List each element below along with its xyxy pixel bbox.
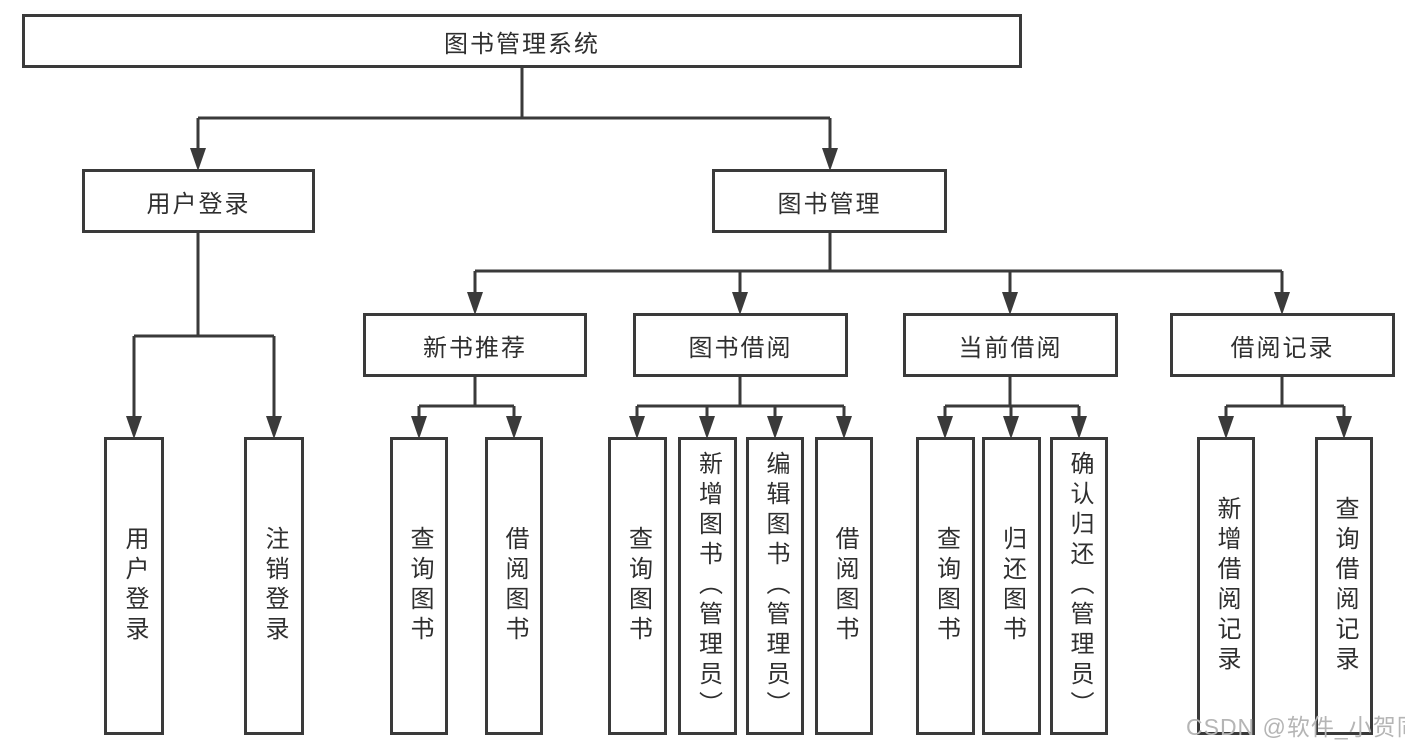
leaf-borrow-books-b: 借阅图书 xyxy=(815,437,873,735)
node-book-management: 图书管理 xyxy=(712,169,947,233)
leaf-query-borrow-record: 查询借阅记录 xyxy=(1315,437,1373,735)
leaf-borrow-books-a: 借阅图书 xyxy=(485,437,543,735)
leaf-user-login: 用户登录 xyxy=(104,437,164,735)
csdn-watermark: CSDN @软件_小贺同学 xyxy=(1186,714,1405,740)
leaf-logout: 注销登录 xyxy=(244,437,304,735)
leaf-query-books-b: 查询图书 xyxy=(608,437,667,735)
node-book-borrow: 图书借阅 xyxy=(633,313,848,377)
leaf-query-books-a: 查询图书 xyxy=(390,437,448,735)
leaf-edit-books-admin: 编辑图书（管理员） xyxy=(746,437,804,735)
arrowheads xyxy=(126,148,1352,439)
leaf-add-borrow-record: 新增借阅记录 xyxy=(1197,437,1255,735)
node-user-login: 用户登录 xyxy=(82,169,315,233)
leaf-query-books-c: 查询图书 xyxy=(916,437,975,735)
node-new-book-recommend: 新书推荐 xyxy=(363,313,587,377)
node-root: 图书管理系统 xyxy=(22,14,1022,68)
node-current-borrow: 当前借阅 xyxy=(903,313,1118,377)
node-borrow-records: 借阅记录 xyxy=(1170,313,1395,377)
leaf-return-books: 归还图书 xyxy=(982,437,1041,735)
leaf-add-books-admin: 新增图书（管理员） xyxy=(678,437,737,735)
leaf-confirm-return-admin: 确认归还（管理员） xyxy=(1050,437,1108,735)
